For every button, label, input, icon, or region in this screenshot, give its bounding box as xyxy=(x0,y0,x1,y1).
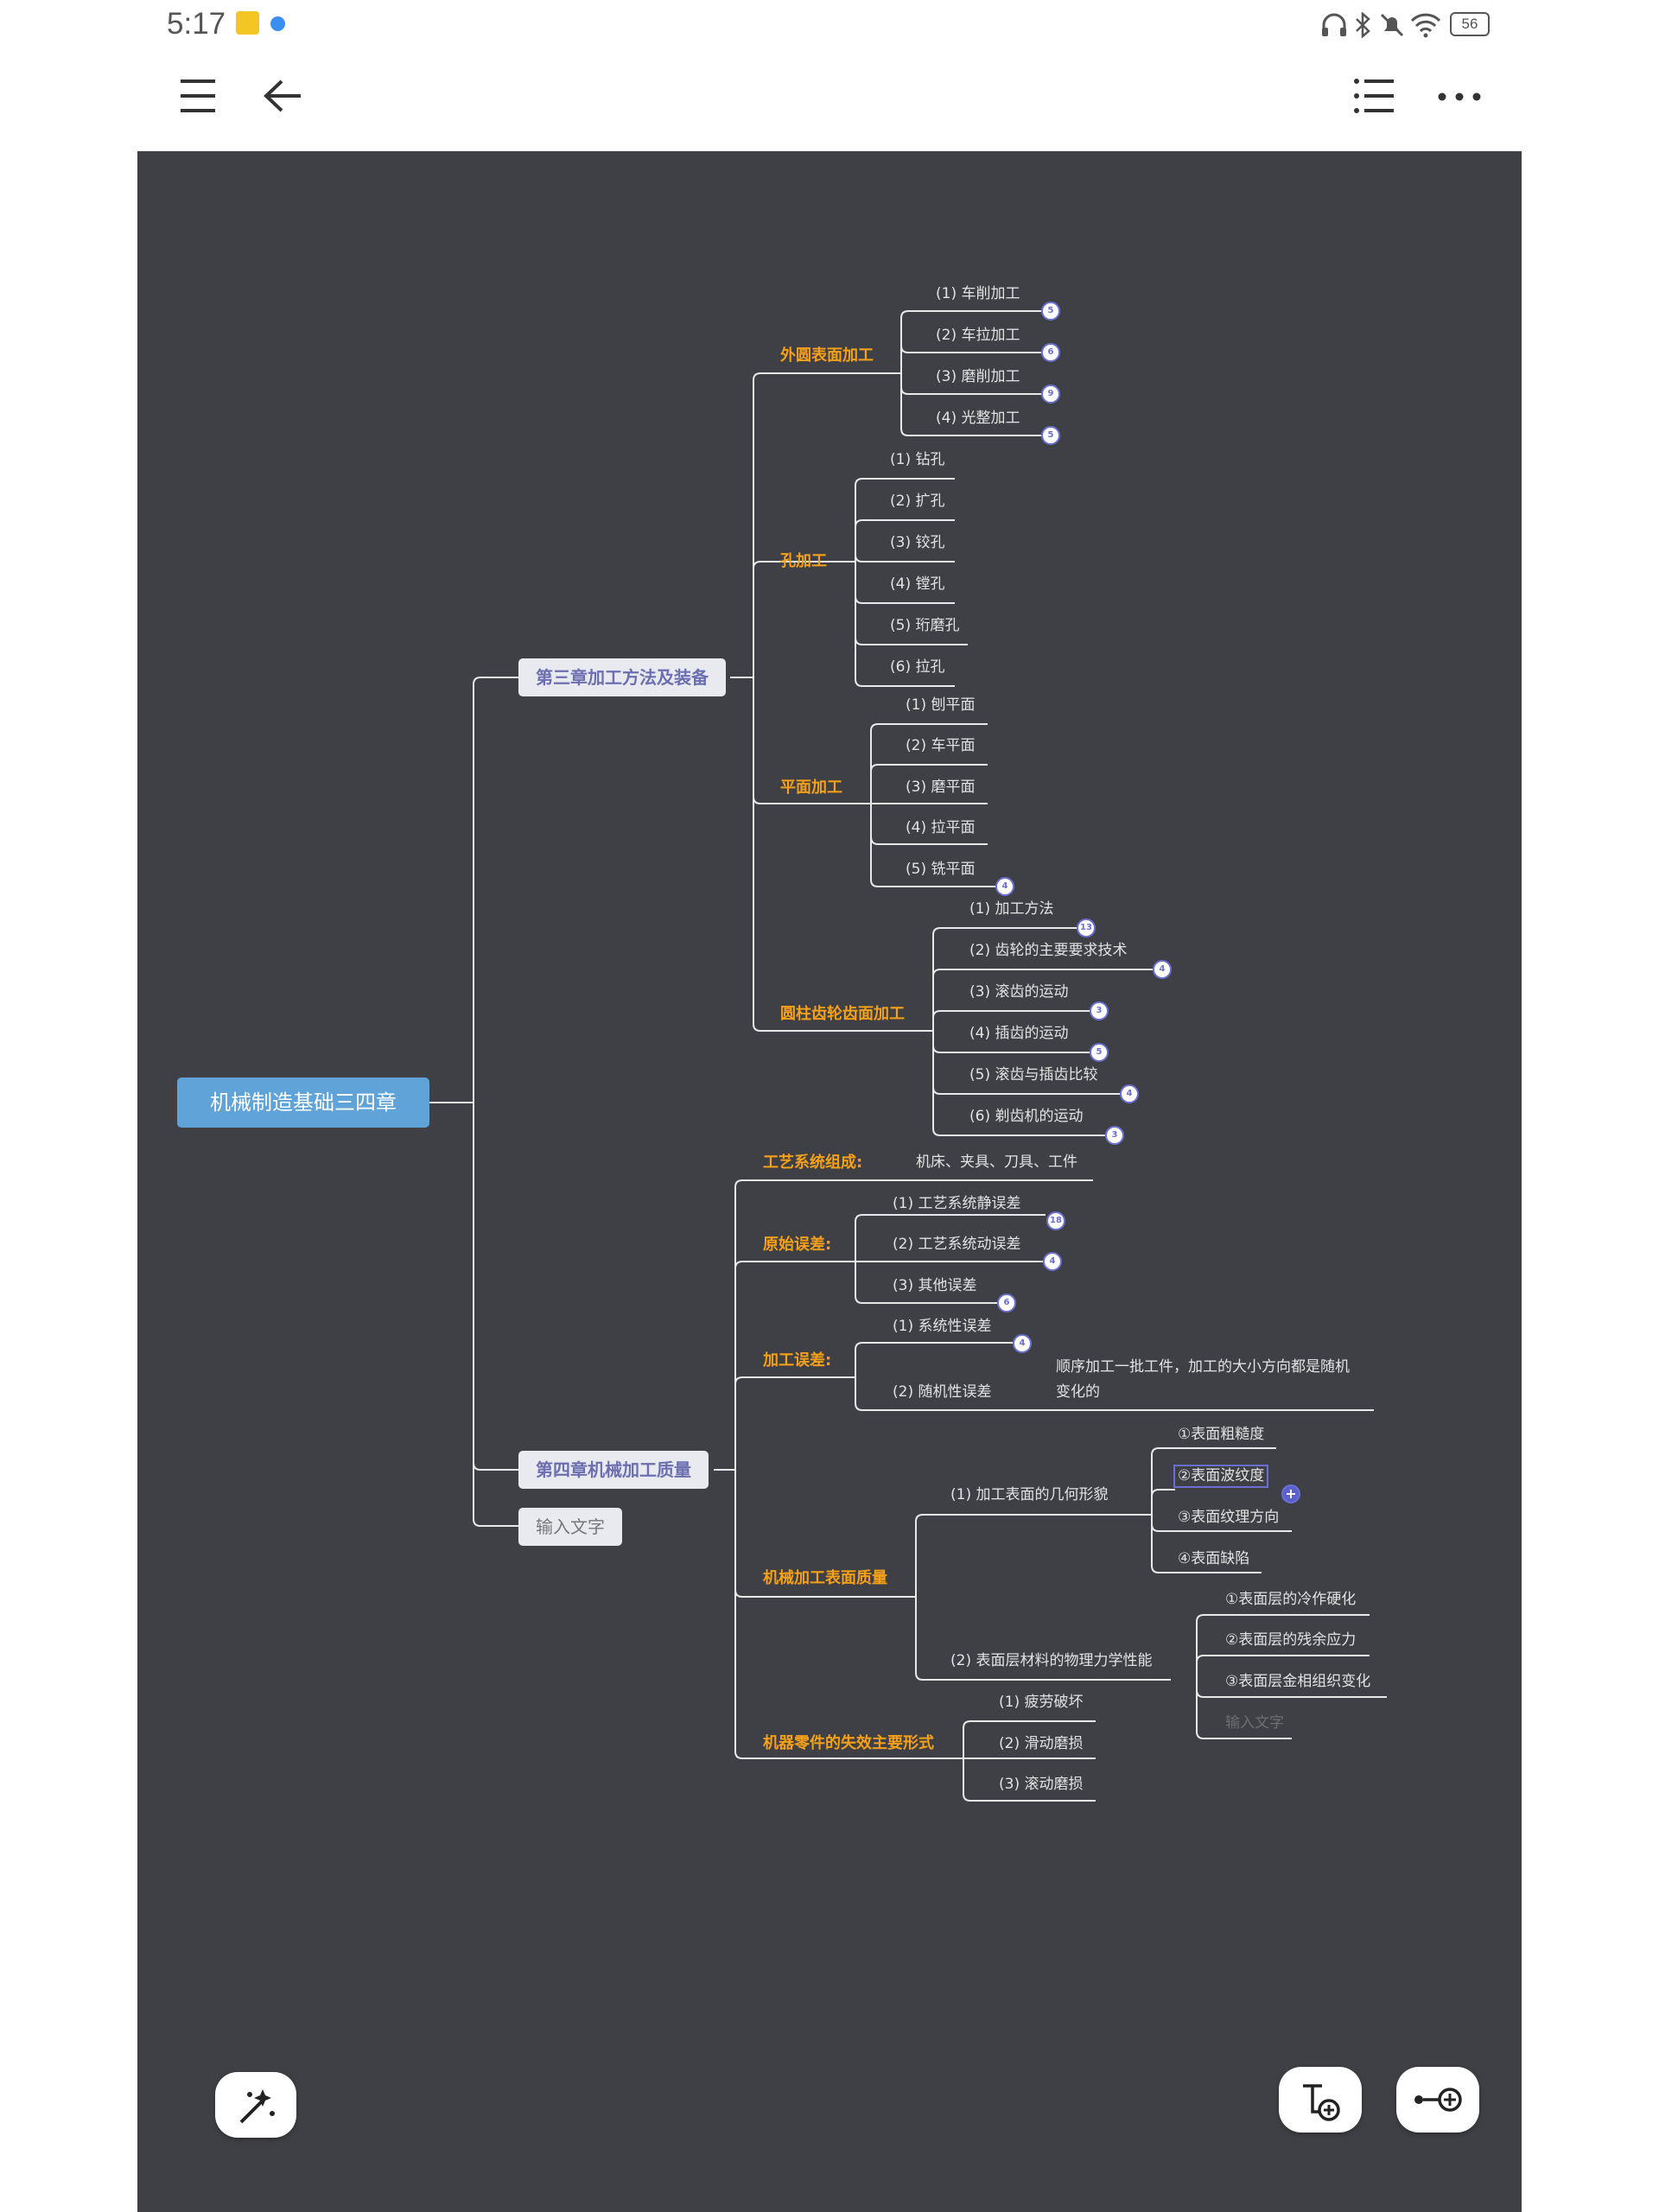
outline-list-icon[interactable] xyxy=(1352,76,1397,116)
topic-chapter-3[interactable]: 第三章加工方法及装备 xyxy=(518,658,726,696)
leaf-chilun-6[interactable]: (6) 剃齿机的运动 xyxy=(969,1108,1084,1125)
count-badge[interactable]: 5 xyxy=(1041,426,1060,445)
leaf-chilun-2[interactable]: (2) 齿轮的主要要求技术 xyxy=(969,942,1128,959)
shield-icon xyxy=(270,16,285,31)
leaf-chilun-4[interactable]: (4) 插齿的运动 xyxy=(969,1025,1069,1042)
leaf-yuanshi-3[interactable]: (3) 其他误差 xyxy=(893,1277,977,1294)
leaf-waiyuan-2[interactable]: (2) 车拉加工 xyxy=(936,327,1020,344)
note-jiagong-line1[interactable]: 顺序加工一批工件，加工的大小方向都是随机 xyxy=(1056,1358,1350,1376)
leaf-kong-4[interactable]: (4) 镗孔 xyxy=(890,575,945,593)
input-text-placeholder[interactable]: 输入文字 xyxy=(1225,1714,1284,1732)
add-subtopic-button[interactable] xyxy=(1279,2067,1362,2133)
leaf-shixiao-2[interactable]: (2) 滑动磨损 xyxy=(999,1735,1084,1752)
leaf-yuanshi-1[interactable]: (1) 工艺系统静误差 xyxy=(893,1195,1021,1212)
branch-biaomian[interactable]: 机械加工表面质量 xyxy=(763,1569,887,1587)
branch-yuanshi[interactable]: 原始误差: xyxy=(763,1236,832,1254)
leaf-pingmian-3[interactable]: (3) 磨平面 xyxy=(906,779,976,796)
leaf-chilun-3[interactable]: (3) 滚齿的运动 xyxy=(969,983,1069,1001)
count-badge[interactable]: 4 xyxy=(1153,960,1172,979)
leaf-gongyi-value[interactable]: 机床、夹具、刀具、工件 xyxy=(916,1154,1077,1171)
count-badge[interactable]: 13 xyxy=(1077,918,1096,938)
leaf-kong-1[interactable]: (1) 钻孔 xyxy=(890,451,945,468)
leaf-kong-3[interactable]: (3) 铰孔 xyxy=(890,534,945,551)
leaf-jiagong-2[interactable]: (2) 随机性误差 xyxy=(893,1383,992,1401)
leaf-geo-2-selected[interactable]: ②表面波纹度 xyxy=(1173,1465,1269,1488)
branch-kong[interactable]: 孔加工 xyxy=(780,552,827,570)
battery-icon: 56 xyxy=(1450,12,1490,36)
leaf-phys-3[interactable]: ③表面层金相组织变化 xyxy=(1225,1673,1371,1690)
branch-gongyi[interactable]: 工艺系统组成: xyxy=(763,1154,863,1172)
count-badge[interactable]: 9 xyxy=(1041,385,1060,404)
ai-magic-button[interactable] xyxy=(215,2072,296,2138)
leaf-biaomian-phys[interactable]: (2) 表面层材料的物理力学性能 xyxy=(950,1652,1153,1669)
menu-icon[interactable] xyxy=(177,76,220,116)
branch-pingmian[interactable]: 平面加工 xyxy=(780,779,842,797)
note-jiagong-line2[interactable]: 变化的 xyxy=(1056,1383,1100,1401)
leaf-kong-6[interactable]: (6) 拉孔 xyxy=(890,658,945,676)
count-badge[interactable]: 5 xyxy=(1041,302,1060,321)
bluetooth-icon xyxy=(1356,12,1370,38)
branch-chilun[interactable]: 圆柱齿轮齿面加工 xyxy=(780,1005,905,1023)
notes-app-icon xyxy=(236,11,259,35)
leaf-pingmian-2[interactable]: (2) 车平面 xyxy=(906,737,976,754)
leaf-pingmian-5[interactable]: (5) 铣平面 xyxy=(906,861,976,878)
wifi-icon xyxy=(1410,13,1441,38)
leaf-biaomian-geo[interactable]: (1) 加工表面的几何形貌 xyxy=(950,1486,1109,1503)
status-bar: 5:17 56 xyxy=(0,0,1659,50)
count-badge[interactable]: 6 xyxy=(997,1294,1016,1313)
mute-bell-icon xyxy=(1380,13,1404,37)
count-badge[interactable]: 4 xyxy=(1043,1252,1062,1271)
add-subtopic-icon xyxy=(1303,2084,1340,2121)
mindmap-canvas[interactable] xyxy=(137,151,1522,2212)
leaf-pingmian-4[interactable]: (4) 拉平面 xyxy=(906,819,976,836)
leaf-kong-5[interactable]: (5) 珩磨孔 xyxy=(890,617,960,634)
magic-wand-icon xyxy=(239,2089,275,2124)
add-node-link-icon xyxy=(1414,2088,1462,2112)
headphones-icon xyxy=(1322,13,1346,36)
leaf-phys-1[interactable]: ①表面层的冷作硬化 xyxy=(1225,1591,1357,1608)
branch-jiagong[interactable]: 加工误差: xyxy=(763,1351,832,1370)
topic-input-placeholder[interactable]: 输入文字 xyxy=(518,1508,622,1546)
root-topic[interactable]: 机械制造基础三四章 xyxy=(177,1077,429,1128)
count-badge[interactable]: 4 xyxy=(1013,1334,1032,1353)
add-sibling-button[interactable] xyxy=(1396,2067,1479,2133)
leaf-waiyuan-1[interactable]: (1) 车削加工 xyxy=(936,285,1020,302)
count-badge[interactable]: 18 xyxy=(1046,1211,1065,1230)
leaf-jiagong-1[interactable]: (1) 系统性误差 xyxy=(893,1318,992,1335)
topic-chapter-4[interactable]: 第四章机械加工质量 xyxy=(518,1451,709,1489)
count-badge[interactable]: 3 xyxy=(1105,1126,1124,1145)
count-badge[interactable]: 6 xyxy=(1041,343,1060,362)
back-arrow-icon[interactable] xyxy=(261,74,306,118)
leaf-chilun-5[interactable]: (5) 滚齿与插齿比较 xyxy=(969,1066,1098,1084)
leaf-geo-1[interactable]: ①表面粗糙度 xyxy=(1178,1426,1265,1443)
count-badge[interactable]: 3 xyxy=(1090,1001,1109,1020)
leaf-phys-2[interactable]: ②表面层的残余应力 xyxy=(1225,1631,1357,1649)
leaf-pingmian-1[interactable]: (1) 刨平面 xyxy=(906,696,976,714)
leaf-shixiao-3[interactable]: (3) 滚动磨损 xyxy=(999,1776,1084,1793)
leaf-yuanshi-2[interactable]: (2) 工艺系统动误差 xyxy=(893,1236,1021,1253)
branch-waiyuan[interactable]: 外圆表面加工 xyxy=(780,346,874,365)
add-node-icon[interactable]: + xyxy=(1281,1484,1300,1503)
status-time: 5:17 xyxy=(167,7,226,41)
branch-shixiao[interactable]: 机器零件的失效主要形式 xyxy=(763,1734,934,1752)
leaf-geo-3[interactable]: ③表面纹理方向 xyxy=(1178,1509,1280,1526)
count-badge[interactable]: 4 xyxy=(995,877,1014,896)
more-icon[interactable] xyxy=(1437,86,1482,107)
leaf-waiyuan-4[interactable]: (4) 光整加工 xyxy=(936,410,1020,427)
count-badge[interactable]: 4 xyxy=(1120,1084,1139,1103)
leaf-chilun-1[interactable]: (1) 加工方法 xyxy=(969,900,1054,918)
leaf-geo-4[interactable]: ④表面缺陷 xyxy=(1178,1550,1250,1567)
leaf-shixiao-1[interactable]: (1) 疲劳破坏 xyxy=(999,1694,1084,1711)
leaf-kong-2[interactable]: (2) 扩孔 xyxy=(890,493,945,510)
leaf-waiyuan-3[interactable]: (3) 磨削加工 xyxy=(936,368,1020,385)
count-badge[interactable]: 5 xyxy=(1090,1043,1109,1062)
